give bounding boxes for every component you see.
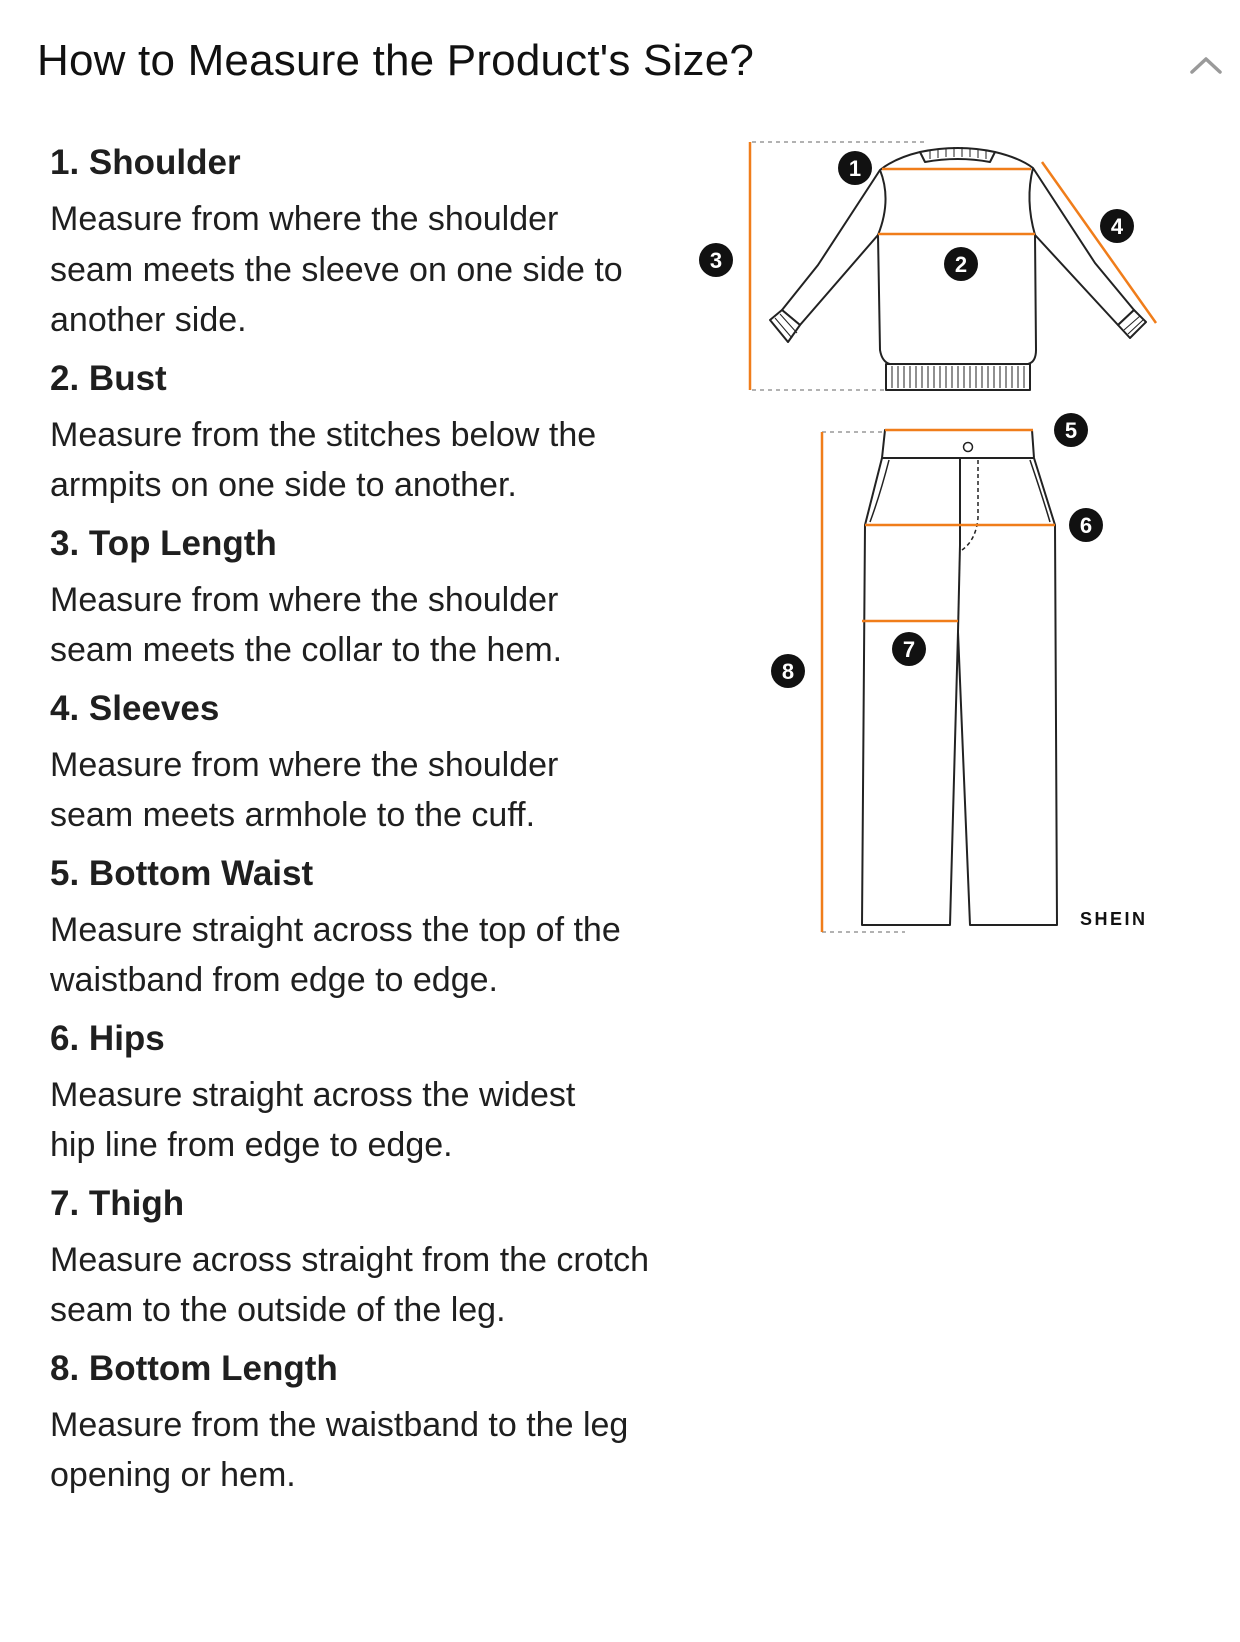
marker-label: 7	[903, 637, 915, 662]
marker-badge-1: 1	[838, 151, 872, 185]
measurement-item-bottom-waist: 5. Bottom Waist Measure straight across …	[50, 847, 690, 1006]
measurement-heading: 7. Thigh	[50, 1183, 185, 1223]
chevron-up-icon	[1190, 57, 1222, 74]
garment-measurement-diagram: 1 2 3 4 5 6 7 8 SHEIN	[699, 140, 1220, 970]
measurement-item-bottom-length: 8. Bottom Length Measure from the waistb…	[50, 1342, 690, 1501]
measurement-description: Measure from where the shoulder seam mee…	[50, 200, 623, 339]
measurement-description: Measure from where the shoulder seam mee…	[50, 580, 563, 670]
marker-label: 3	[710, 248, 722, 273]
sleeve-measure-line	[1040, 161, 1158, 324]
marker-badge-6: 6	[1069, 508, 1103, 542]
measurement-description: Measure straight across the top of the w…	[50, 910, 621, 1000]
pants-illustration	[861, 429, 1058, 926]
brand-logo: SHEIN	[1080, 909, 1148, 929]
marker-label: 2	[955, 252, 967, 277]
marker-badge-7: 7	[892, 632, 926, 666]
measurement-heading: 6. Hips	[50, 1018, 165, 1058]
measurement-item-sleeves: 4. Sleeves Measure from where the should…	[50, 682, 690, 841]
marker-label: 8	[782, 659, 794, 684]
measurement-heading: 5. Bottom Waist	[50, 853, 314, 893]
measurement-item-thigh: 7. Thigh Measure across straight from th…	[50, 1177, 690, 1336]
measurement-description: Measure from the stitches below the armp…	[50, 415, 597, 505]
measurement-item-hips: 6. Hips Measure straight across the wide…	[50, 1012, 690, 1171]
measurement-description: Measure across straight from the crotch …	[50, 1240, 650, 1330]
collapse-button[interactable]	[1186, 48, 1226, 82]
measurement-heading: 8. Bottom Length	[50, 1348, 338, 1388]
marker-badge-2: 2	[944, 247, 978, 281]
marker-badge-8: 8	[771, 654, 805, 688]
page-title: How to Measure the Product's Size?	[37, 36, 755, 85]
marker-label: 4	[1111, 214, 1124, 239]
marker-label: 1	[849, 156, 861, 181]
measurement-item-bust: 2. Bust Measure from the stitches below …	[50, 352, 690, 511]
measurement-heading: 3. Top Length	[50, 523, 277, 563]
measurement-description: Measure from where the shoulder seam mee…	[50, 745, 559, 835]
measurement-description: Measure from the waistband to the leg op…	[50, 1405, 629, 1495]
measurement-item-top-length: 3. Top Length Measure from where the sho…	[50, 517, 690, 676]
measurement-description: Measure straight across the widest hip l…	[50, 1075, 576, 1165]
measurement-item-shoulder: 1. Shoulder Measure from where the shoul…	[50, 136, 690, 346]
marker-label: 6	[1080, 513, 1092, 538]
measurement-heading: 1. Shoulder	[50, 143, 241, 182]
sweatshirt-illustration	[769, 147, 1147, 391]
marker-badge-3: 3	[699, 243, 733, 277]
marker-badge-4: 4	[1100, 209, 1134, 243]
measurement-heading: 4. Sleeves	[50, 688, 220, 728]
measurement-heading: 2. Bust	[50, 358, 167, 398]
marker-badge-5: 5	[1054, 413, 1088, 447]
marker-label: 5	[1065, 418, 1077, 443]
measurement-guide-list: 1. Shoulder Measure from where the shoul…	[50, 136, 690, 1507]
